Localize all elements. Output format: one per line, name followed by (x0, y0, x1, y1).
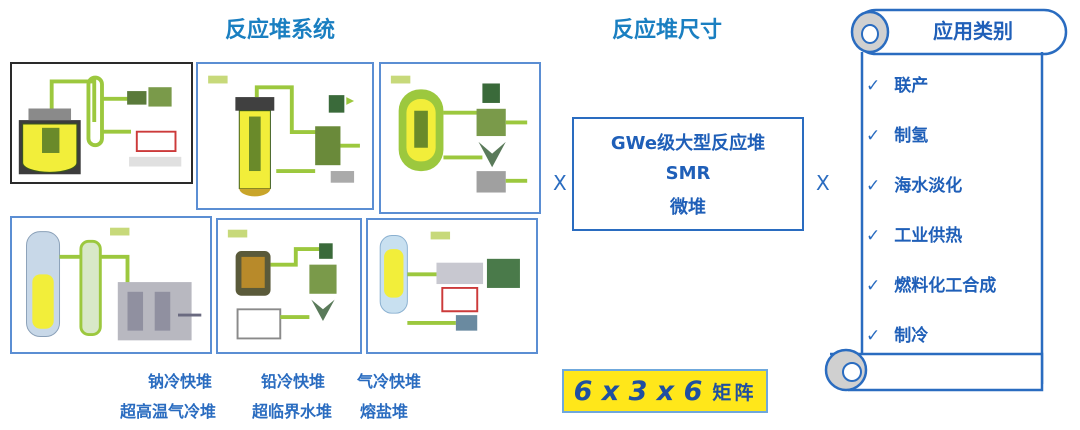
size-item-smr: SMR (665, 163, 711, 185)
multiply-symbol: X (553, 171, 567, 195)
supercritical-water-reactor-illustration (218, 220, 360, 352)
application-item: ✓海水淡化 (866, 176, 963, 196)
molten-salt-reactor-diagram (366, 218, 538, 354)
reactor-type-label: 熔盐堆 (360, 402, 409, 421)
molten-salt-reactor-illustration (368, 220, 536, 352)
very-high-temperature-reactor-illustration (12, 218, 210, 352)
gas-fast-reactor-illustration (381, 64, 539, 212)
check-icon: ✓ (866, 126, 881, 146)
supercritical-water-reactor-diagram (216, 218, 362, 354)
check-icon: ✓ (866, 226, 881, 246)
application-item: ✓燃料化工合成 (866, 276, 997, 296)
reactor-type-label: 气冷快堆 (357, 372, 422, 391)
matrix-banner: 6 x 3 x 6 矩阵 (562, 369, 768, 413)
lead-fast-reactor-illustration (198, 64, 372, 208)
application-item: ✓联产 (866, 76, 929, 96)
sodium-fast-reactor-diagram (10, 62, 193, 184)
application-item: ✓工业供热 (866, 226, 963, 246)
check-icon: ✓ (866, 176, 881, 196)
application-item: ✓制冷 (866, 326, 929, 346)
matrix-word: 矩阵 (712, 381, 757, 404)
applications-title: 应用类别 (933, 19, 1013, 43)
gas-fast-reactor-diagram (379, 62, 541, 214)
reactor-sizes-heading: 反应堆尺寸 (612, 18, 723, 43)
size-item-micro: 微堆 (670, 196, 706, 218)
reactor-type-label: 铅冷快堆 (261, 372, 326, 391)
size-item-gwe: GWe级大型反应堆 (610, 133, 766, 155)
multiply-symbol: X (816, 171, 830, 195)
reactor-type-label: 钠冷快堆 (148, 372, 213, 391)
check-icon: ✓ (866, 326, 881, 346)
application-item: ✓制氢 (866, 126, 929, 146)
reactor-sizes-box: GWe级大型反应堆 SMR 微堆 (572, 117, 804, 231)
scroll-frame (824, 8, 1068, 392)
lead-fast-reactor-diagram (196, 62, 374, 210)
check-icon: ✓ (866, 276, 881, 296)
check-icon: ✓ (866, 76, 881, 96)
very-high-temperature-reactor-diagram (10, 216, 212, 354)
reactor-type-label: 超高温气冷堆 (120, 402, 217, 421)
sodium-fast-reactor-illustration (13, 64, 190, 182)
reactor-systems-heading: 反应堆系统 (225, 18, 336, 43)
reactor-type-label: 超临界水堆 (252, 402, 333, 421)
matrix-numbers: 6 x 3 x 6 (573, 375, 703, 407)
